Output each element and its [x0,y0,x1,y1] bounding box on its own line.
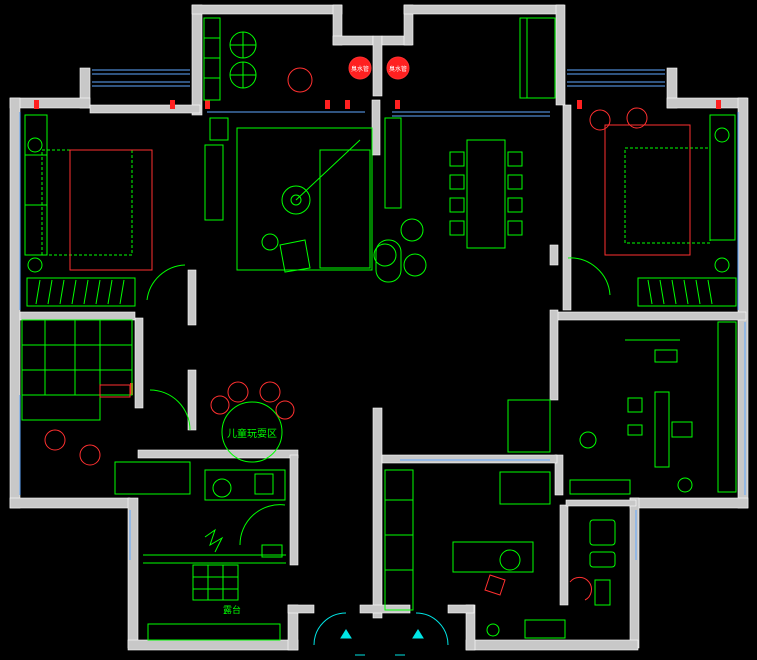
furniture [21,17,737,641]
red-items [44,56,691,601]
windows [19,69,746,560]
label-tag-left: 臭水管 [351,65,369,73]
label-balcony: 露台 [223,604,241,616]
cyan-items [313,612,449,656]
label-kids-play-area: 儿童玩耍区 [227,427,277,440]
label-tag-right: 臭水管 [389,65,407,73]
